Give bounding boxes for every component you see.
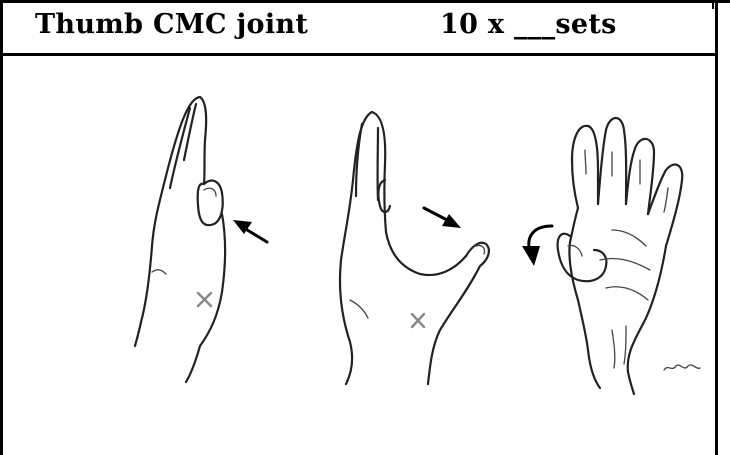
right-border xyxy=(715,0,718,455)
hand-open-thumb-icon xyxy=(340,112,489,384)
exercise-illustrations xyxy=(0,56,715,455)
hand-side-icon xyxy=(135,97,225,382)
arrow-toward-palm-icon xyxy=(233,220,267,242)
hand-palm-icon xyxy=(558,118,700,394)
top-border-tick xyxy=(712,0,714,9)
sets-prescription: 10 x ___sets xyxy=(440,9,617,40)
illustration-canvas xyxy=(0,56,715,455)
arrow-away-from-palm-icon xyxy=(424,208,461,228)
arrow-rotate-down-icon xyxy=(522,226,552,266)
exercise-title: Thumb CMC joint xyxy=(35,9,308,40)
top-border xyxy=(0,0,730,3)
